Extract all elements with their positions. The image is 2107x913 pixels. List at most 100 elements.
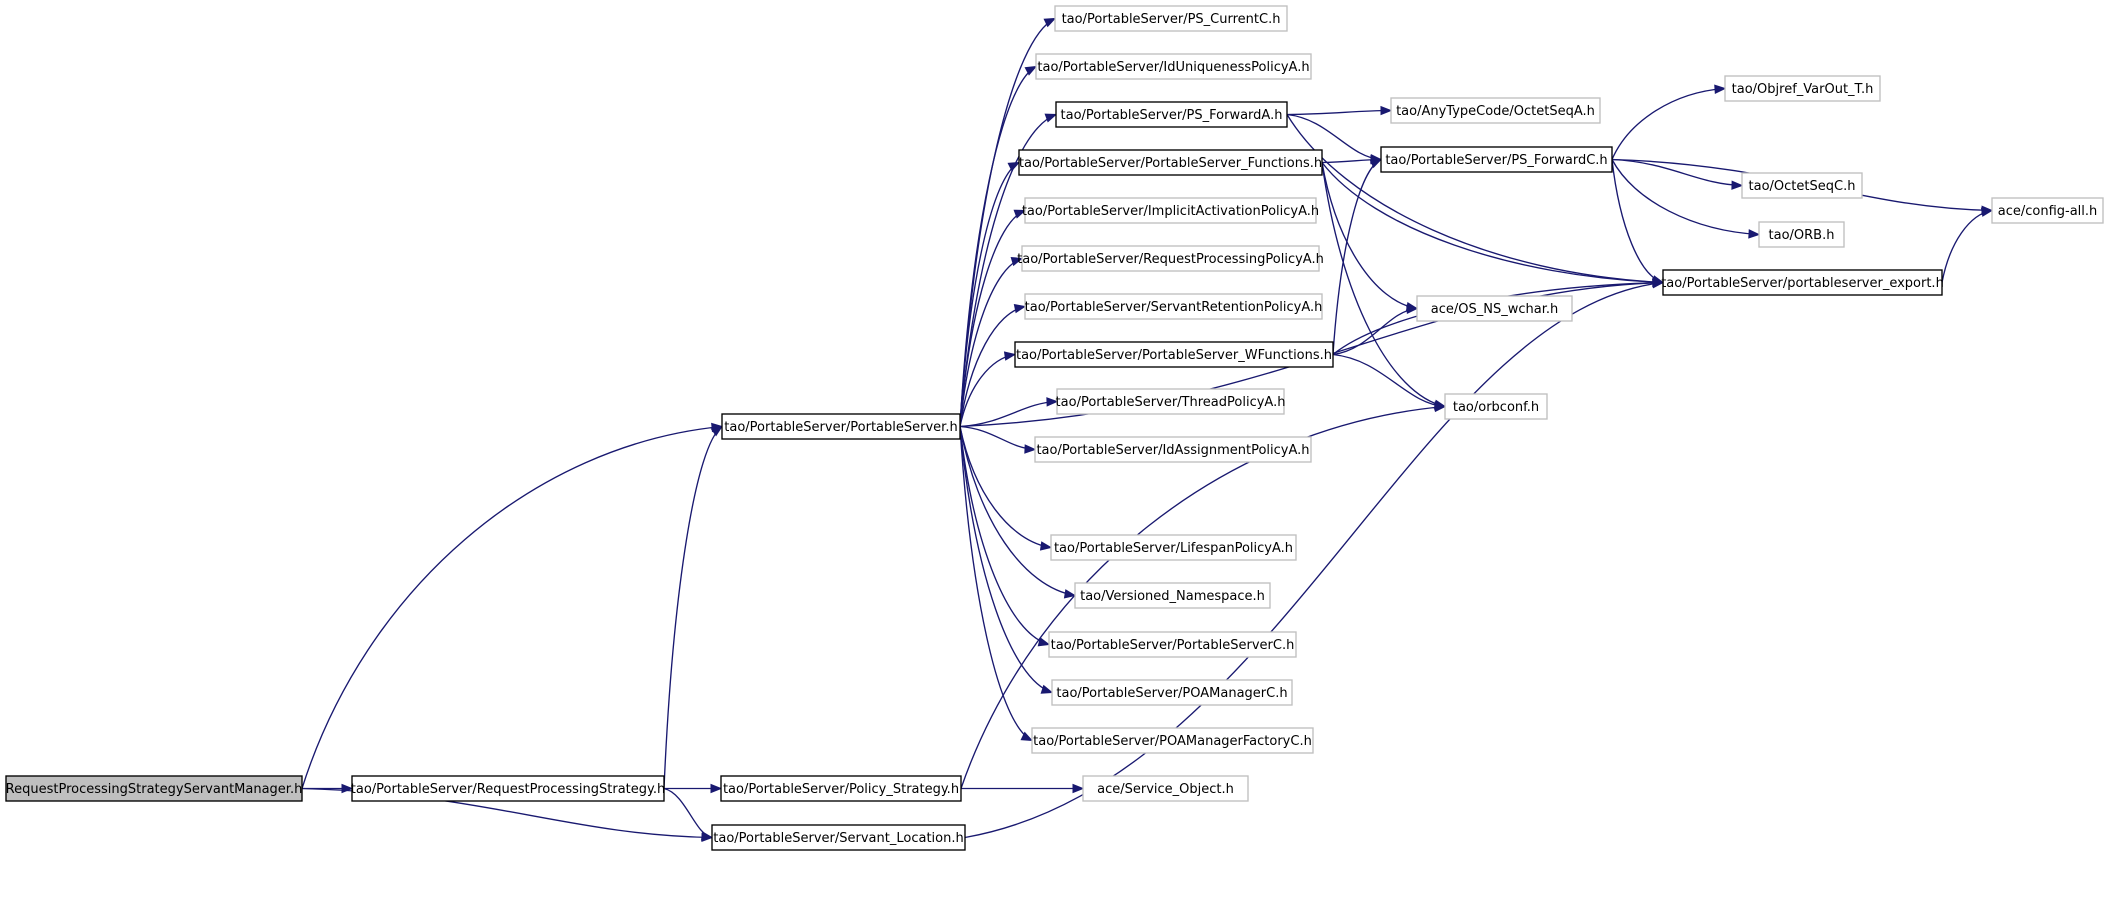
node-reqp[interactable]: tao/PortableServer/RequestProcessingPoli… (1017, 245, 1324, 272)
node-label: tao/PortableServer/IdAssignmentPolicyA.h (1036, 443, 1309, 458)
node-box (1034, 436, 1312, 463)
node-label: ace/config-all.h (1998, 204, 2098, 219)
node-orbconf[interactable]: tao/orbconf.h (1444, 393, 1548, 420)
node-box (1390, 97, 1601, 124)
arrowhead-psh-to-thread (1046, 397, 1059, 407)
node-iduniq[interactable]: tao/PortableServer/IdUniquenessPolicyA.h (1035, 53, 1312, 80)
node-label: RequestProcessingStrategyServantManager.… (6, 782, 303, 797)
node-poamf[interactable]: tao/PortableServer/POAManagerFactoryC.h (1031, 727, 1314, 754)
node-box (1444, 393, 1548, 420)
node-box (1724, 75, 1881, 102)
arrowhead-rps-to-psh (710, 425, 724, 437)
node-label: tao/PortableServer/PS_CurrentC.h (1062, 12, 1281, 27)
node-label: tao/PortableServer/ThreadPolicyA.h (1056, 395, 1286, 410)
node-box (721, 413, 961, 440)
node-label: tao/PortableServer/ImplicitActivationPol… (1022, 204, 1319, 219)
node-label: tao/PortableServer/PortableServer.h (724, 420, 957, 435)
node-box (1741, 172, 1863, 199)
arrowhead-psh-to-sret (1013, 303, 1027, 314)
node-impl[interactable]: tao/PortableServer/ImplicitActivationPol… (1022, 197, 1319, 224)
node-box (1991, 197, 2104, 224)
node-wfunc[interactable]: tao/PortableServer/PortableServer_WFunct… (1014, 341, 1334, 368)
edge-psh-to-sret (959, 305, 1026, 427)
node-label: tao/PortableServer/RequestProcessingPoli… (1017, 252, 1324, 267)
edge-fwdc-to-orb (1611, 159, 1760, 236)
node-poam[interactable]: tao/PortableServer/POAManagerC.h (1051, 679, 1293, 706)
edge-psh-to-reqp (959, 257, 1023, 427)
edge-psh-to-vns (959, 426, 1076, 597)
arrowhead-wfunc-to-fwdc (1369, 158, 1383, 169)
node-life[interactable]: tao/PortableServer/LifespanPolicyA.h (1050, 534, 1297, 561)
edge-pol-to-orbconf (960, 405, 1446, 789)
arrowhead-psh-to-wfunc (1003, 351, 1017, 361)
edge-psh-to-life (959, 426, 1052, 549)
arrowhead-pol-to-svc (1072, 783, 1085, 794)
edge-psh-to-func (959, 161, 1020, 427)
edges-layer (301, 17, 1994, 843)
node-label: tao/Versioned_Namespace.h (1080, 589, 1265, 604)
arrowhead-psh-to-life (1039, 541, 1053, 551)
arrowhead-psh-to-psc (1037, 637, 1051, 647)
edge-func-to-exp (1321, 162, 1664, 284)
node-octc[interactable]: tao/OctetSeqC.h (1741, 172, 1863, 199)
node-exp[interactable]: tao/PortableServer/portableserver_export… (1661, 269, 1944, 296)
arrowhead-psh-to-iduniq (1024, 65, 1038, 76)
arrowhead-psh-to-impl (1013, 209, 1027, 219)
arrowhead-fwdc-to-octc (1731, 180, 1744, 190)
edge-root-to-psh (301, 425, 723, 789)
arrowhead-fwdc-to-objref (1714, 84, 1727, 94)
arrowhead-wfunc-to-wchar (1406, 304, 1419, 315)
node-func[interactable]: tao/PortableServer/PortableServer_Functi… (1018, 149, 1323, 176)
node-vns[interactable]: tao/Versioned_Namespace.h (1074, 582, 1271, 609)
node-rps[interactable]: tao/PortableServer/RequestProcessingStra… (351, 775, 665, 802)
node-label: tao/PortableServer/PortableServerC.h (1051, 638, 1295, 653)
node-pol[interactable]: tao/PortableServer/Policy_Strategy.h (720, 775, 962, 802)
arrowhead-wfunc-to-orbconf (1434, 401, 1447, 411)
node-label: tao/PortableServer/PortableServer_Functi… (1019, 156, 1322, 171)
node-box (1758, 221, 1845, 248)
node-fwdc[interactable]: tao/PortableServer/PS_ForwardC.h (1380, 146, 1613, 173)
node-label: tao/PortableServer/ServantRetentionPolic… (1025, 300, 1323, 315)
edge-wfunc-to-fwdc (1332, 158, 1382, 355)
edge-fwdc-to-objref (1611, 87, 1726, 160)
arrowhead-psh-to-curc (1043, 17, 1057, 28)
edge-wfunc-to-orbconf (1332, 353, 1446, 408)
edge-exp-to-cfg (1941, 209, 1993, 283)
edge-fwda-to-anytc (1286, 109, 1392, 116)
arrowhead-rps-to-sloc (700, 831, 714, 841)
node-idasg[interactable]: tao/PortableServer/IdAssignmentPolicyA.h (1034, 436, 1312, 463)
node-box (1031, 727, 1314, 754)
node-box (1021, 245, 1320, 272)
node-psh[interactable]: tao/PortableServer/PortableServer.h (721, 413, 961, 440)
node-cfg[interactable]: ace/config-all.h (1991, 197, 2104, 224)
edge-func-to-orbconf (1321, 162, 1446, 408)
node-psc[interactable]: tao/PortableServer/PortableServerC.h (1048, 631, 1297, 658)
node-fwda[interactable]: tao/PortableServer/PS_ForwardA.h (1055, 101, 1288, 128)
node-box (1074, 582, 1271, 609)
node-label: ace/OS_NS_wchar.h (1431, 302, 1558, 317)
node-root[interactable]: RequestProcessingStrategyServantManager.… (5, 775, 303, 802)
node-box (711, 824, 966, 851)
node-objref[interactable]: tao/Objref_VarOut_T.h (1724, 75, 1881, 102)
edge-fwdc-to-exp (1611, 159, 1664, 284)
node-box (1048, 631, 1297, 658)
arrowhead-psh-to-idasg (1024, 444, 1037, 454)
edge-func-to-wchar (1321, 162, 1418, 310)
arrowhead-fwdc-to-orb (1748, 229, 1761, 239)
node-label: tao/PortableServer/Servant_Location.h (713, 831, 963, 846)
node-anytc[interactable]: tao/AnyTypeCode/OctetSeqA.h (1390, 97, 1601, 124)
node-label: tao/PortableServer/LifespanPolicyA.h (1054, 541, 1293, 556)
node-label: tao/PortableServer/POAManagerFactoryC.h (1033, 734, 1312, 749)
node-sret[interactable]: tao/PortableServer/ServantRetentionPolic… (1024, 293, 1323, 320)
node-box (1055, 101, 1288, 128)
edge-psh-to-poam (959, 426, 1053, 694)
node-curc[interactable]: tao/PortableServer/PS_CurrentC.h (1054, 5, 1288, 32)
node-label: tao/PortableServer/PS_ForwardC.h (1385, 153, 1607, 168)
node-box (720, 775, 962, 802)
node-svc[interactable]: ace/Service_Object.h (1082, 775, 1249, 802)
node-orb[interactable]: tao/ORB.h (1758, 221, 1845, 248)
node-thread[interactable]: tao/PortableServer/ThreadPolicyA.h (1056, 388, 1286, 415)
node-sloc[interactable]: tao/PortableServer/Servant_Location.h (711, 824, 966, 851)
node-wchar[interactable]: ace/OS_NS_wchar.h (1416, 295, 1573, 322)
